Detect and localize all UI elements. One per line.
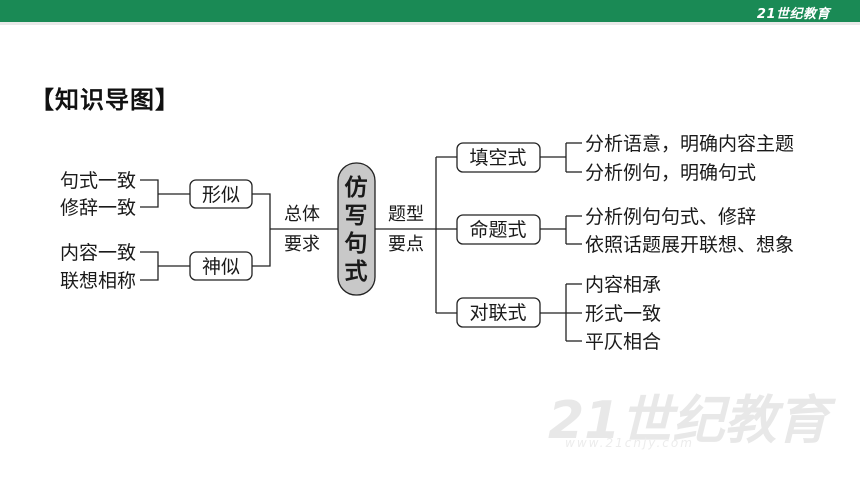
right-label-line1: 题型 [388,204,424,225]
box-topic-label: 命题式 [469,219,526,241]
center-char-1: 仿 [345,174,368,201]
box-spirit-similar [189,251,253,281]
connector-lines [140,142,582,342]
box-form-similar-label: 形似 [202,184,240,206]
left-label-line2: 要求 [284,234,320,255]
box-couplet [456,297,541,328]
watermark-url: www.21cnjy.com [565,436,694,450]
right-label-line2: 要点 [388,234,424,255]
box-form-similar [189,179,253,209]
box-fill-blank-label: 填空式 [469,147,526,169]
section-title: 【知识导图】 [30,86,180,114]
center-char-3: 句 [345,230,368,257]
right-item-couplet-1: 内容相承 [585,274,661,296]
box-topic [456,214,541,245]
right-item-couplet-3: 平仄相合 [585,331,661,353]
header-divider [0,22,860,25]
watermark-logo: 21世纪教育 [548,391,829,451]
right-item-fill-1: 分析语意，明确内容主题 [585,133,794,155]
right-item-topic-1: 分析例句句式、修辞 [585,206,756,228]
right-item-fill-2: 分析例句，明确句式 [585,162,756,184]
center-char-2: 写 [345,202,368,229]
right-item-topic-2: 依照话题展开联想、想象 [585,234,794,256]
left-label-line1: 总体 [284,204,320,225]
box-spirit-similar-label: 神似 [202,256,240,278]
center-node [337,162,376,296]
left-item-content-consistent: 内容一致 [60,242,136,264]
left-item-rhetoric-consistent: 修辞一致 [60,197,136,219]
brand-logo: 21世纪教育 [756,7,830,22]
left-item-sentence-consistent: 句式一致 [60,170,136,192]
left-item-association-match: 联想相称 [60,270,136,292]
header-bar [0,0,860,22]
center-char-4: 式 [345,258,368,285]
right-item-couplet-2: 形式一致 [585,303,661,325]
box-couplet-label: 对联式 [469,302,526,324]
box-fill-blank [456,142,541,173]
